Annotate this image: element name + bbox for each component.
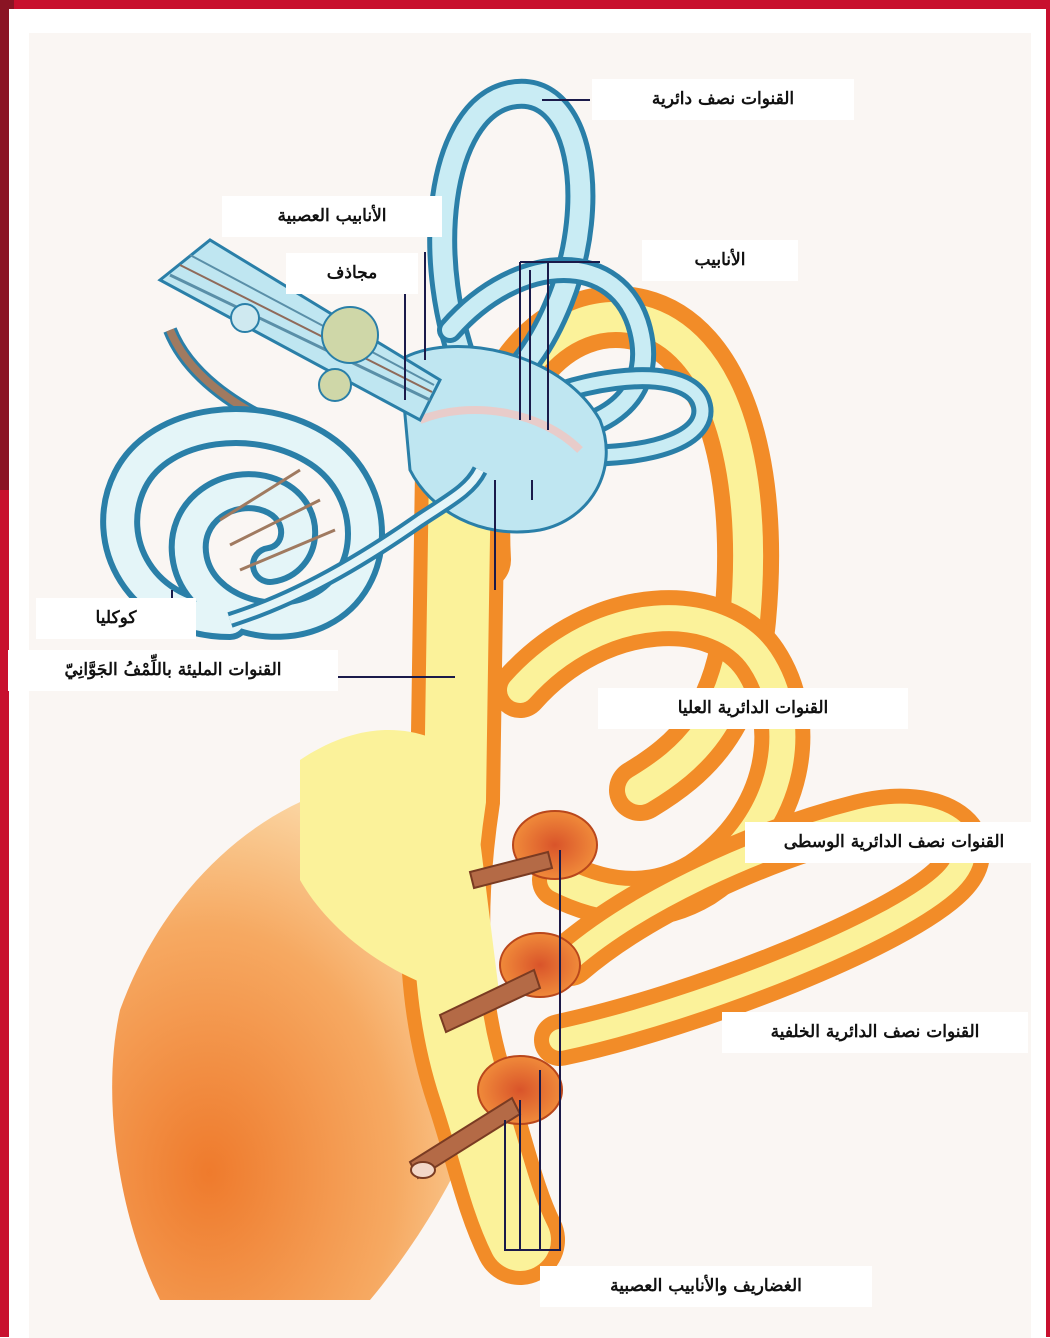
label-cavities: مجاذف [286,253,418,294]
label-perilymph-canals: القنوات المليئة باللِّمْفُ الجَوَّانِيّ [8,650,338,691]
label-cochlea: كوكليا [36,598,196,639]
label-tubes: الأنابيب [642,240,798,281]
label-middle-canals: القنوات نصف الدائرية الوسطى [745,822,1043,863]
label-semicircular-canals: القنوات نصف دائرية [592,79,854,120]
label-upper-canals: القنوات الدائرية العليا [598,688,908,729]
label-cartilage-neural-tubes: الغضاريف والأنابيب العصبية [540,1266,872,1307]
label-posterior-canals-box: القنوات نصف الدائرية الخلفية [722,1012,1028,1053]
label-neural-tubes: الأنابيب العصبية [222,196,442,237]
